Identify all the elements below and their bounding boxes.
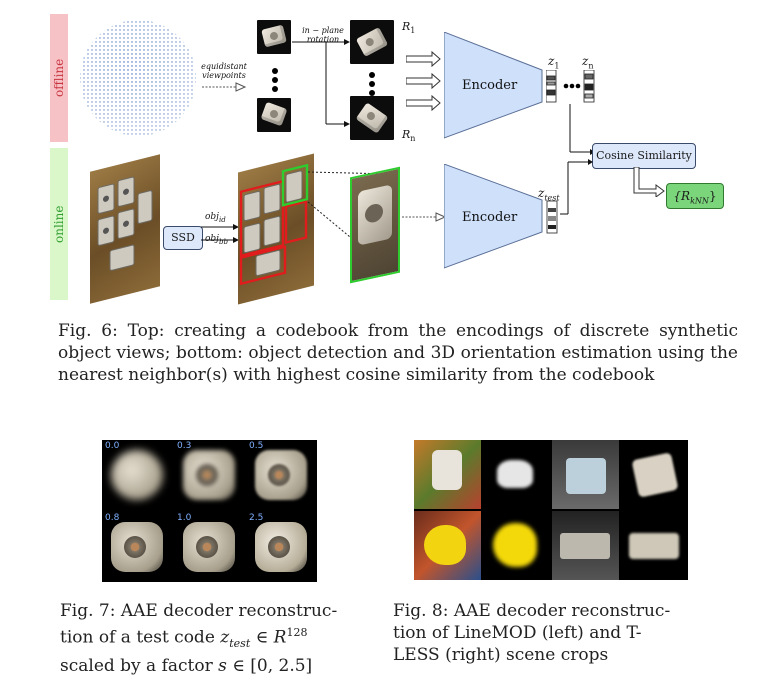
r1-label: R1 bbox=[402, 20, 416, 36]
offline-label: offline bbox=[52, 58, 66, 98]
obj-bb-label: objbb bbox=[205, 234, 228, 246]
encoder-bottom bbox=[444, 164, 543, 269]
tless-crop-reconstruction bbox=[621, 440, 688, 509]
cosine-to-result-arrow bbox=[633, 167, 665, 197]
ellipsis-dots bbox=[369, 72, 375, 99]
ssd-box: SSD bbox=[163, 226, 203, 250]
online-label: online bbox=[52, 205, 66, 243]
reconstruction-cell: 0.8 bbox=[102, 512, 172, 582]
figure-7-caption: Fig. 7: AAE decoder reconstruc- tion of … bbox=[60, 601, 338, 677]
rotated-render-thumbnail bbox=[350, 96, 394, 140]
online-band: online bbox=[50, 148, 68, 300]
linemod-crop-input bbox=[414, 440, 481, 509]
reconstruction-cell: 0.3 bbox=[174, 440, 244, 510]
render-thumbnail bbox=[257, 20, 291, 54]
ellipsis-dots bbox=[272, 68, 278, 95]
linemod-crop-input bbox=[414, 511, 481, 580]
linemod-crop-reconstruction bbox=[483, 440, 550, 509]
render-thumbnail bbox=[257, 98, 291, 132]
reconstruction-cell: 2.5 bbox=[246, 512, 316, 582]
cropped-detection bbox=[350, 166, 400, 284]
crop-to-encoder-arrow bbox=[402, 212, 446, 222]
ztest-label: ztest bbox=[538, 186, 560, 203]
linemod-crop-reconstruction bbox=[483, 511, 550, 580]
obj-id-label: objid bbox=[205, 212, 226, 224]
encoder-top bbox=[444, 32, 543, 139]
rn-label: Rn bbox=[402, 128, 416, 144]
scale-label: 0.5 bbox=[249, 441, 264, 451]
reconstruction-cell: 0.0 bbox=[102, 440, 172, 510]
scale-label: 1.0 bbox=[177, 513, 192, 523]
codebook-strips bbox=[546, 70, 595, 103]
offline-band: offline bbox=[50, 14, 68, 142]
tless-crop-reconstruction bbox=[621, 511, 688, 580]
cosine-similarity-box: Cosine Similarity bbox=[592, 143, 696, 169]
detection-scene-image bbox=[238, 153, 314, 305]
rknn-result-box: {RkNN} bbox=[666, 183, 724, 209]
ssd-output-arrows bbox=[201, 224, 239, 243]
scale-label: 0.8 bbox=[105, 513, 120, 523]
equidistant-viewpoints-label: equidistant viewpoints bbox=[201, 62, 247, 80]
reconstruction-cell: 0.5 bbox=[246, 440, 316, 510]
in-plane-rotation-label: in − plane rotation bbox=[302, 26, 344, 44]
tless-crop-input bbox=[552, 440, 619, 509]
detection-boxes bbox=[239, 163, 309, 286]
ztest-strip bbox=[546, 200, 558, 234]
reconstruction-cell: 1.0 bbox=[174, 512, 244, 582]
encoder-bottom-label: Encoder bbox=[462, 210, 518, 225]
hollow-arrows-to-encoder bbox=[406, 50, 441, 112]
input-scene-image bbox=[90, 154, 160, 304]
ztest-connector bbox=[560, 159, 593, 215]
zn-label: zn bbox=[582, 54, 594, 71]
rotation-arrows bbox=[292, 39, 350, 127]
z1-label: z1 bbox=[548, 54, 560, 71]
scale-label: 0.3 bbox=[177, 441, 192, 451]
scene-objects bbox=[97, 176, 153, 271]
viewpoint-sphere bbox=[80, 20, 196, 136]
tless-crop-input bbox=[552, 511, 619, 580]
scale-label: 0.0 bbox=[105, 441, 120, 451]
scale-label: 2.5 bbox=[249, 513, 264, 523]
rotated-render-thumbnail bbox=[350, 20, 394, 64]
figure-6-caption: Fig. 6: Top: creating a codebook from th… bbox=[58, 321, 738, 385]
dashed-arrow bbox=[202, 82, 246, 92]
figure-8-grid bbox=[414, 440, 688, 580]
encoder-top-label: Encoder bbox=[462, 78, 518, 93]
figure-6-diagram: offline online equidistant viewpoints in… bbox=[0, 0, 761, 310]
figure-8-caption: Fig. 8: AAE decoder reconstruc- tion of … bbox=[393, 601, 671, 665]
figure-7-grid: 0.0 0.3 0.5 0.8 1.0 2.5 bbox=[102, 440, 317, 582]
